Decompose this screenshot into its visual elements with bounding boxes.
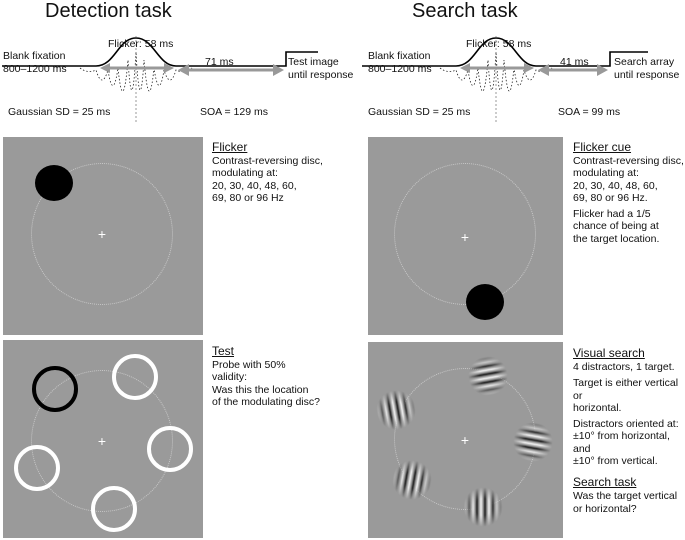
search-timeline-diagram	[362, 36, 648, 122]
visual-search-text-line: Distractors oriented at:	[573, 418, 679, 431]
flicker-title: Flicker	[212, 140, 248, 154]
test-text-line: Was this the location	[212, 383, 309, 396]
flicker-cue-text-line: the target location.	[573, 232, 660, 245]
test-title: Test	[212, 344, 235, 358]
detection-blank-duration-label: 800–1200 ms	[3, 63, 67, 75]
flicker-duration-arrowhead	[164, 63, 174, 73]
test-text-line: Probe with 50%	[212, 359, 286, 371]
flicker-cue-text-line: 69, 80 or 96 Hz.	[573, 191, 648, 204]
probe-circle	[147, 426, 193, 472]
flicker-duration-arrowhead	[100, 63, 110, 73]
flicker-cue-text-line: Contrast-reversing disc,	[573, 155, 684, 167]
test-text-line: validity:	[212, 371, 248, 384]
timeline-trace	[176, 51, 318, 67]
modulating-disc	[35, 165, 73, 201]
search-task-text-line: or horizontal?	[573, 502, 637, 515]
detection-next-stimulus-label-2: until response	[288, 69, 354, 81]
stimulus-ring-guide	[394, 163, 536, 305]
visual-search-text-line: horizontal.	[573, 401, 622, 414]
detection-flicker-description: Flicker Contrast-reversing disc, modulat…	[212, 140, 323, 204]
search-blank-duration-label: 800–1200 ms	[368, 63, 432, 75]
detection-blank-fixation-label: Blank fixation	[3, 50, 66, 62]
detection-flicker-panel: +	[3, 137, 203, 335]
detection-flicker-label: Flicker: 58 ms	[108, 38, 174, 50]
detection-timeline-diagram	[2, 36, 318, 122]
flicker-cue-text-line: chance of being at	[573, 220, 659, 233]
flicker-text-line: 20, 30, 40, 48, 60,	[212, 179, 297, 192]
detection-test-description: Test Probe with 50% validity: Was this t…	[212, 344, 320, 408]
gabor-patch	[463, 487, 503, 527]
probe-circle	[91, 486, 137, 532]
detection-next-stimulus-label: Test image	[288, 56, 339, 68]
fixation-cross: +	[97, 433, 107, 449]
search-next-stimulus-label-2: until response	[614, 69, 680, 81]
flicker-text-line: modulating at:	[212, 167, 278, 180]
modulating-disc	[466, 284, 504, 320]
flicker-cue-text-line: modulating at:	[573, 167, 639, 180]
detection-task-heading: Detection task	[45, 0, 172, 22]
search-soa-label: SOA = 99 ms	[558, 106, 621, 118]
search-flicker-cue-panel: +	[368, 137, 563, 335]
search-array-panel: +	[368, 342, 563, 538]
probe-circle	[32, 366, 78, 412]
search-blank-fixation-label: Blank fixation	[368, 50, 431, 62]
search-flicker-label: Flicker: 58 ms	[466, 38, 532, 50]
gap-arrowhead	[273, 64, 284, 76]
flicker-cue-text-line: 20, 30, 40, 48, 60,	[573, 179, 658, 192]
flicker-waveform	[79, 51, 193, 92]
visual-search-text-line: ±10° from horizontal, and	[573, 430, 670, 455]
detection-soa-label: SOA = 129 ms	[200, 106, 268, 118]
detection-gap-label: 71 ms	[205, 56, 234, 68]
search-gaussian-label: Gaussian SD = 25 ms	[368, 106, 471, 118]
fixation-cross: +	[97, 226, 107, 242]
visual-search-text-line: ±10° from vertical.	[573, 455, 658, 468]
search-visual-search-description: Visual search 4 distractors, 1 target. T…	[573, 346, 685, 515]
timeline-trace	[536, 51, 648, 67]
flicker-cue-text-line: Flicker had a 1/5	[573, 208, 651, 221]
flicker-text-line: Contrast-reversing disc,	[212, 155, 323, 167]
flicker-cue-title: Flicker cue	[573, 140, 632, 154]
search-task-subtitle: Search task	[573, 475, 637, 490]
test-text-line: of the modulating disc?	[212, 395, 320, 408]
gap-arrowhead	[597, 64, 608, 76]
flicker-text-line: 69, 80 or 96 Hz	[212, 191, 284, 204]
visual-search-text-line: 4 distractors, 1 target.	[573, 361, 675, 373]
search-task-heading: Search task	[412, 0, 518, 22]
search-gap-label: 41 ms	[560, 56, 589, 68]
flicker-waveform	[439, 51, 553, 92]
search-task-text-line: Was the target vertical	[573, 490, 678, 503]
gap-arrowhead	[178, 64, 189, 76]
probe-circle	[14, 445, 60, 491]
search-flicker-cue-description: Flicker cue Contrast-reversing disc, mod…	[573, 140, 684, 245]
fixation-cross: +	[460, 432, 470, 448]
fixation-cross: +	[460, 229, 470, 245]
flicker-duration-arrowhead	[460, 63, 470, 73]
visual-search-title: Visual search	[573, 346, 645, 360]
flicker-duration-arrowhead	[524, 63, 534, 73]
probe-circle	[112, 354, 158, 400]
gap-arrowhead	[538, 64, 549, 76]
detection-gaussian-label: Gaussian SD = 25 ms	[8, 106, 111, 118]
search-next-stimulus-label: Search array	[614, 56, 675, 68]
visual-search-text-line: Target is either vertical or	[573, 377, 679, 402]
stimulus-ring-guide	[31, 163, 173, 305]
detection-test-panel: +	[3, 340, 203, 538]
